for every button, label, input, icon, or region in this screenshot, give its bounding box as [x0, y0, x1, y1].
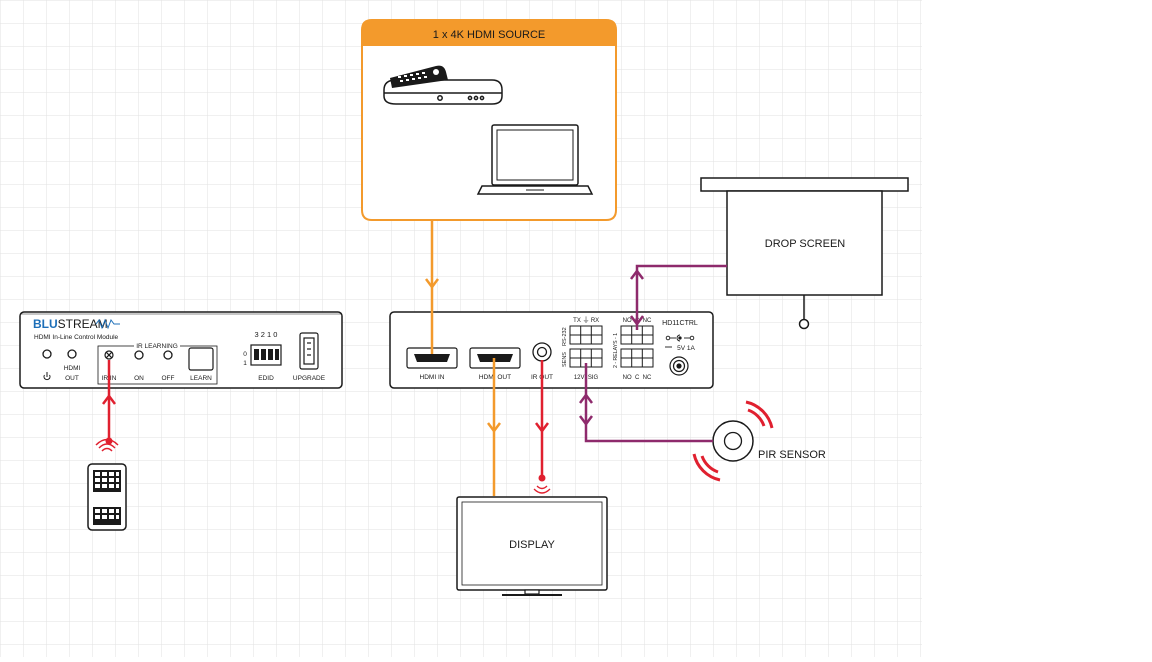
tx-label: TX	[573, 318, 581, 324]
drop-screen: DROP SCREEN	[700, 177, 909, 330]
rs232-label: RS-232	[562, 327, 568, 346]
on-led-icon	[134, 350, 144, 360]
off-led-icon	[163, 350, 173, 360]
handheld-remote-icon	[87, 463, 127, 531]
set-top-box-icon	[383, 79, 503, 105]
edid-one-label: 1	[243, 360, 247, 367]
ir-emitter-waves-icon	[533, 485, 551, 494]
module-subtitle: HDMI In-Line Control Module	[34, 334, 119, 341]
display-label: DISPLAY	[509, 539, 555, 551]
learn-label: LEARN	[190, 375, 212, 382]
display-tv: DISPLAY	[456, 496, 608, 596]
hdmi-out-label-1: HDMI	[64, 365, 81, 372]
pir-waves-icon	[692, 400, 774, 482]
hdmi-led-icon	[67, 349, 77, 359]
dc-polarity-icon	[665, 334, 695, 342]
edid-label: EDID	[258, 375, 274, 382]
sens-label: SENS	[562, 352, 568, 367]
off-label: OFF	[162, 375, 175, 382]
link-ir-out-to-display	[535, 360, 549, 477]
on-label: ON	[134, 375, 144, 382]
source-box: 1 x 4K HDMI SOURCE	[361, 19, 617, 221]
inline-control-module: BLUSTREAM HDMI In-Line Control Module HD…	[19, 311, 343, 389]
relays-label: 2 - RELAYS - 1	[613, 333, 619, 368]
pir-sensor: PIR SENSOR	[712, 420, 826, 462]
upgrade-label: UPGRADE	[293, 375, 326, 382]
link-remote-to-ir-in	[102, 360, 116, 440]
dc-power-jack-icon	[669, 356, 689, 376]
hd11ctrl-controller: HDMI IN HDMI OUT IR OUT TX RX ⏚ RS-232 S…	[389, 311, 714, 389]
edid-zero-label: 0	[243, 351, 247, 358]
sensor-terminal-block[interactable]	[569, 348, 603, 368]
link-sensor-to-pir	[579, 363, 713, 443]
power-symbol-icon	[43, 372, 51, 381]
remote-icon-source	[390, 65, 448, 88]
ir-in-port-icon	[104, 350, 114, 360]
ir-emitter-dot	[538, 474, 546, 482]
brand-wave-icon	[95, 318, 120, 330]
ground-symbol-icon: ⏚	[583, 316, 590, 324]
brand-logo-left: BLUSTREAM	[33, 317, 108, 331]
edid-dip-switch[interactable]	[250, 344, 282, 366]
model-label: HD11CTRL	[662, 320, 698, 327]
ir-learning-label: IR LEARNING	[136, 343, 178, 350]
remote-ir-dot	[105, 437, 113, 445]
link-relay-to-drop-screen	[630, 264, 727, 330]
drop-screen-label: DROP SCREEN	[765, 238, 846, 250]
usb-upgrade-port-icon	[299, 332, 319, 370]
power-led-icon	[42, 349, 52, 359]
laptop-icon	[476, 124, 594, 195]
link-hdmi-out-to-display	[487, 358, 501, 496]
relay-bottom-label: NO C NC	[623, 375, 652, 381]
link-source-to-hdmi-in	[425, 221, 439, 354]
edid-bits-label: 3 2 1 0	[255, 330, 278, 339]
rx-label: RX	[591, 318, 599, 324]
hdmi-out-label-2: OUT	[65, 375, 79, 382]
power-rating-label: 5V 1A	[677, 345, 695, 352]
hdmi-in-label: HDMI IN	[420, 374, 445, 381]
source-box-title: 1 x 4K HDMI SOURCE	[433, 29, 545, 41]
relay-2-terminal-block[interactable]	[620, 348, 654, 368]
learn-button[interactable]	[188, 347, 214, 371]
pir-sensor-label: PIR SENSOR	[758, 449, 826, 461]
rs232-terminal-block[interactable]	[569, 325, 603, 345]
